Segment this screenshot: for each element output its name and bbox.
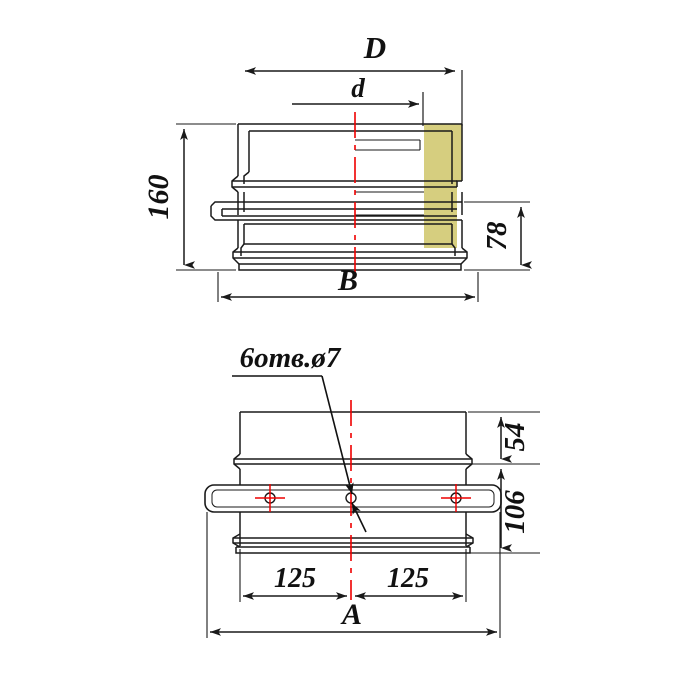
dimension-125-left-label: 125	[274, 563, 316, 594]
dimension-54: 54	[468, 411, 540, 465]
dimension-160: 160	[142, 123, 236, 271]
dimension-125-right-label: 125	[387, 563, 429, 594]
upper-section-view: D d 160 78	[142, 30, 532, 302]
lower-front-view: 6отв.ø7 54 106 125	[204, 342, 540, 638]
dimension-125-left: 125	[239, 549, 347, 602]
holes-note-leader	[232, 375, 367, 533]
dimension-78-label: 78	[481, 221, 513, 251]
dimension-d: d	[292, 73, 424, 126]
dimension-160-label: 160	[142, 175, 175, 220]
dimension-125-right: 125	[355, 549, 467, 602]
dimension-B-label: B	[337, 264, 358, 297]
lower-body-outline	[232, 411, 474, 554]
holes-note-label: 6отв.ø7	[240, 342, 342, 374]
dimension-d-label: d	[351, 73, 365, 103]
dimension-B: B	[217, 264, 479, 302]
dimension-78: 78	[464, 201, 532, 271]
dimension-54-label: 54	[499, 423, 531, 452]
dimension-D: D	[245, 30, 463, 126]
upper-body-outline	[210, 123, 468, 271]
dimension-D-label: D	[363, 30, 386, 65]
dimension-A: A	[206, 512, 501, 638]
upper-section-inner-lines	[355, 130, 424, 225]
dimension-106: 106	[468, 469, 540, 554]
dimension-A-label: A	[340, 598, 362, 631]
dimension-106-label: 106	[499, 490, 531, 534]
